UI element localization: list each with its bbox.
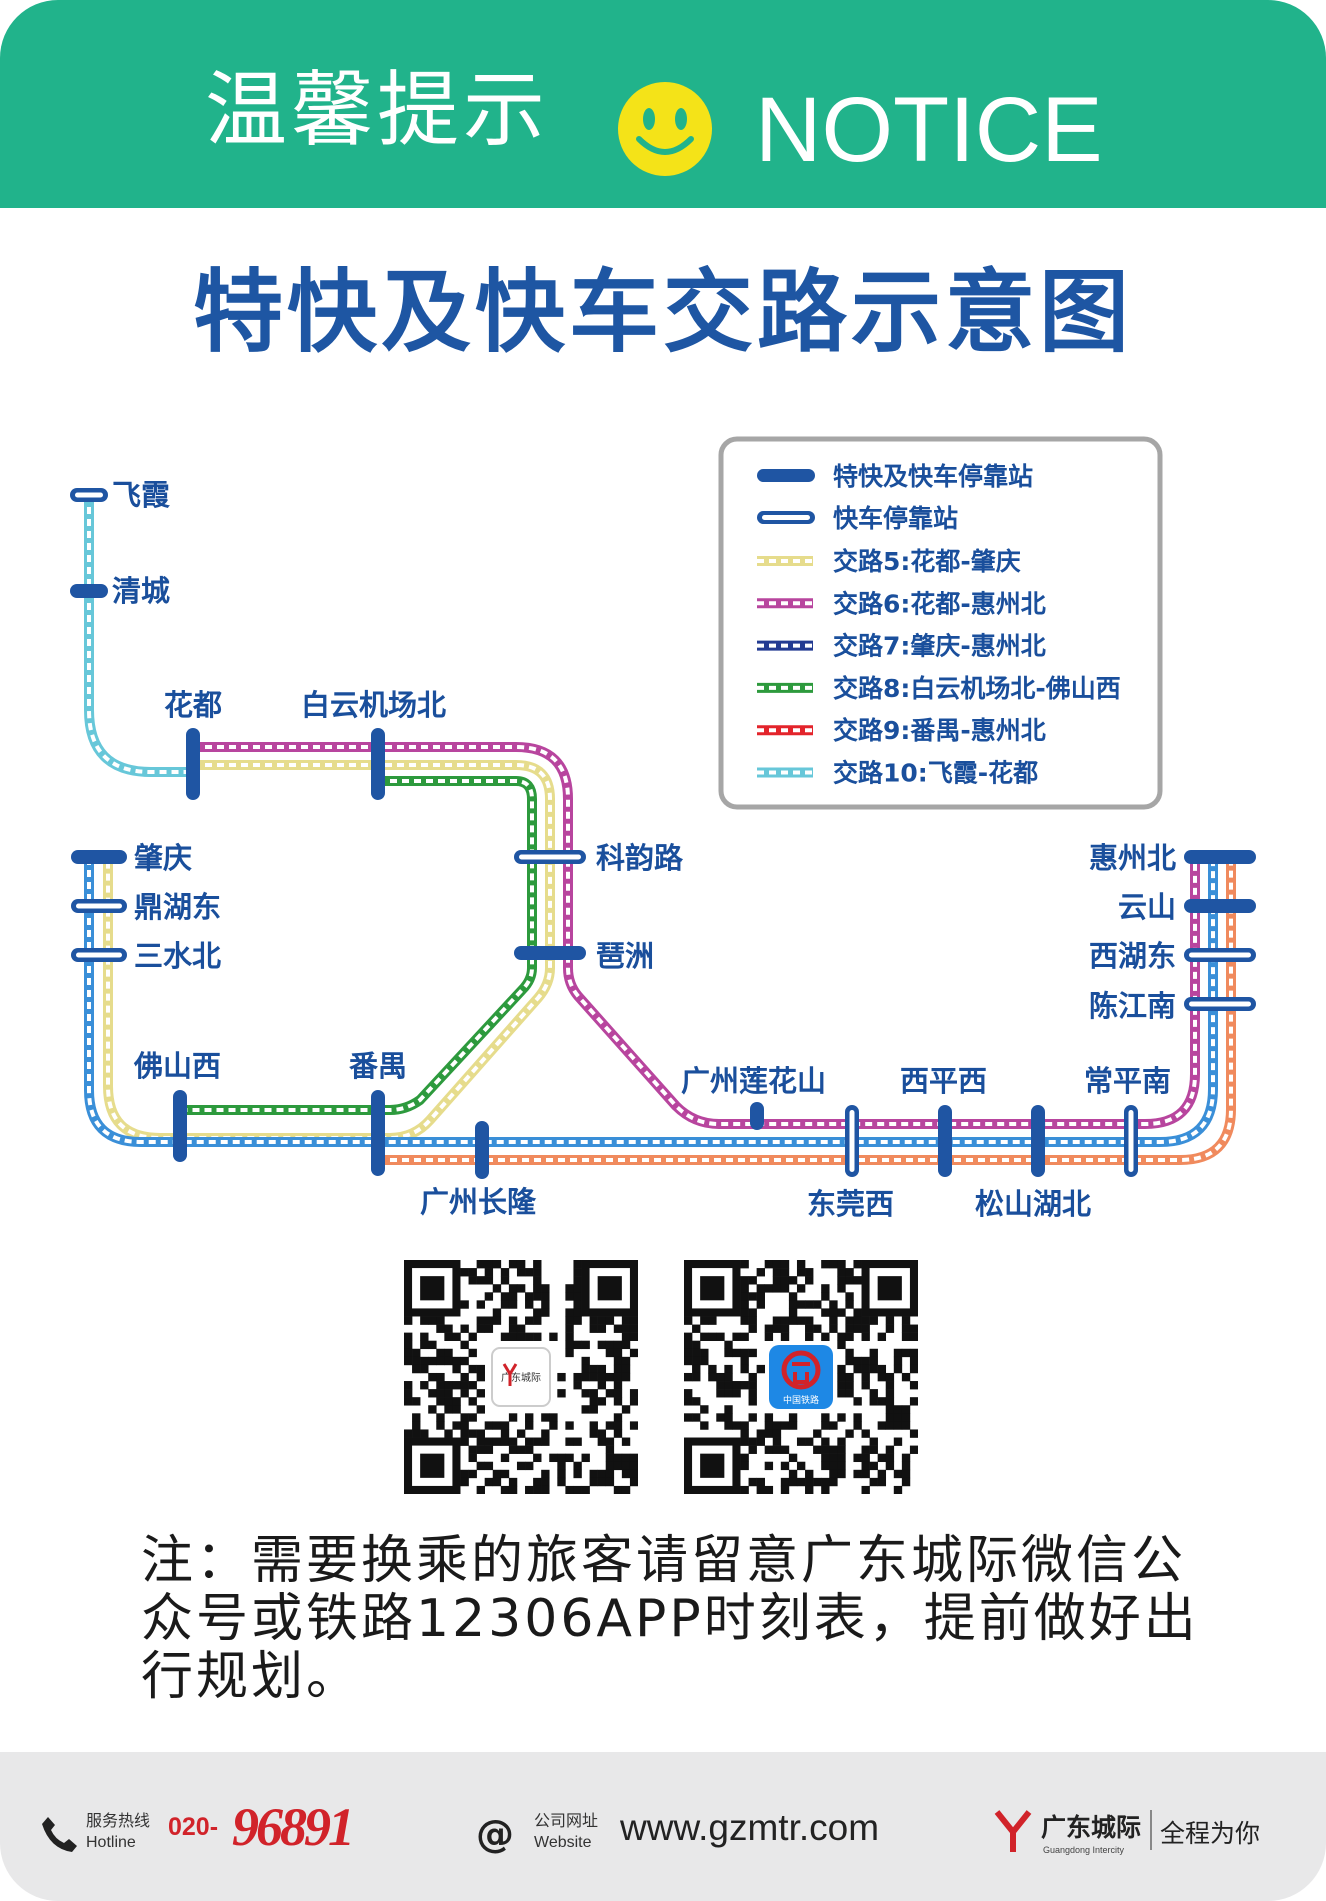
station-changlong: 广州长隆 — [420, 1185, 537, 1219]
phone-icon — [42, 1817, 77, 1852]
legend-fast-stop: 快车停靠站 — [833, 504, 958, 533]
station-marker-zhaoqing — [71, 850, 127, 864]
route-lines — [84, 495, 1236, 1165]
legend-route-item: 交路9:番禺-惠州北 — [757, 716, 1046, 745]
station-marker-feixia — [70, 488, 108, 502]
station-marker-dinghudong — [71, 899, 127, 913]
hotline-label-en: Hotline — [86, 1834, 136, 1851]
station-labels: 飞霞 清城 花都 白云机场北 科韵路 琶洲 肇庆 鼎湖东 三水北 佛山西 番禺 … — [112, 478, 1176, 1221]
station-dongguanxi: 东莞西 — [807, 1187, 894, 1221]
station-marker-dongguanxi — [845, 1105, 859, 1177]
gd-intercity-logo-icon — [994, 1810, 1032, 1852]
at-sign-icon: @ — [476, 1816, 514, 1854]
legend-route-label: 交路8:白云机场北-佛山西 — [833, 674, 1121, 703]
route-7-line — [84, 856, 1218, 1147]
brand-name: 广东城际 — [1041, 1813, 1142, 1842]
smiley-face-icon — [618, 82, 712, 176]
station-lianhuashan: 广州莲花山 — [681, 1064, 826, 1098]
legend-route-label: 交路6:花都-惠州北 — [833, 589, 1046, 618]
station-sanshuibei: 三水北 — [134, 939, 221, 973]
transfer-note: 注：需要换乘的旅客请留意广东城际微信公众号或铁路12306APP时刻表，提前做好… — [141, 1531, 1199, 1707]
website-label-cn: 公司网址 — [534, 1811, 599, 1830]
station-marker-huizhoubei — [1184, 850, 1256, 864]
station-feixia: 飞霞 — [112, 478, 170, 512]
notice-header: 温馨提示 NOTICE — [0, 0, 1326, 208]
divider — [1150, 1810, 1152, 1850]
station-marker-huadu — [186, 728, 200, 800]
station-huadu: 花都 — [164, 688, 222, 722]
route-diagram: 特快及快车停靠站 快车停靠站 交路5:花都-肇庆交路6:花都-惠州北交路7:肇庆… — [70, 436, 1256, 1221]
station-panyu: 番禺 — [349, 1049, 407, 1083]
qr-logo-label: 广东城际 — [501, 1371, 541, 1384]
station-marker-changpingnan — [1124, 1105, 1138, 1177]
station-keyunlu: 科韵路 — [596, 841, 684, 875]
station-qingcheng: 清城 — [112, 574, 170, 608]
station-songshanhubei: 松山湖北 — [975, 1187, 1091, 1221]
station-pazhou: 琶洲 — [596, 939, 654, 973]
legend-route-item: 交路8:白云机场北-佛山西 — [757, 674, 1121, 703]
legend-express-stop-icon — [757, 469, 815, 482]
station-marker-changlong — [475, 1121, 489, 1179]
station-marker-sanshuibei — [71, 948, 127, 962]
station-markers — [70, 488, 1256, 1179]
china-railway-logo-icon — [781, 1350, 821, 1390]
legend-route-item: 交路10:飞霞-花都 — [757, 759, 1038, 788]
station-yunshan: 云山 — [1118, 890, 1176, 924]
route-6-line — [193, 742, 1200, 1129]
legend-route-item: 交路7:肇庆-惠州北 — [757, 632, 1046, 661]
station-marker-qingcheng — [70, 584, 108, 598]
brand-name-en: Guangdong Intercity — [1043, 1845, 1125, 1855]
station-marker-foshanxi — [173, 1090, 187, 1162]
station-marker-xihudong — [1184, 948, 1256, 962]
qr-code-china-railway[interactable]: 中国铁路 — [684, 1260, 918, 1494]
website-url[interactable]: www.gzmtr.com — [620, 1807, 880, 1848]
svg-text:@: @ — [476, 1816, 514, 1854]
station-marker-lianhuashan — [750, 1102, 764, 1130]
legend-route-label: 交路9:番禺-惠州北 — [833, 716, 1046, 745]
station-baiyun: 白云机场北 — [301, 688, 446, 722]
station-changpingnan: 常平南 — [1084, 1064, 1171, 1098]
footer: 服务热线 Hotline 020- 96891 @ 公司网址 Website w… — [0, 1752, 1326, 1901]
station-xihudong: 西湖东 — [1089, 939, 1176, 973]
station-marker-keyunlu — [514, 850, 586, 864]
notice-title-en: NOTICE — [755, 79, 1103, 181]
station-xipingxi: 西平西 — [900, 1064, 987, 1098]
legend: 特快及快车停靠站 快车停靠站 交路5:花都-肇庆交路6:花都-惠州北交路7:肇庆… — [718, 436, 1163, 810]
station-marker-baiyun — [371, 728, 385, 800]
hotline-number[interactable]: 96891 — [232, 1797, 355, 1857]
station-huizhoubei: 惠州北 — [1089, 841, 1176, 875]
website-label-en: Website — [534, 1834, 592, 1851]
hotline-label-cn: 服务热线 — [86, 1811, 151, 1830]
qr-code-guangdong-intercity[interactable]: 广东城际 — [404, 1260, 638, 1494]
notice-title-cn: 温馨提示 — [205, 63, 550, 158]
station-zhaoqing: 肇庆 — [134, 841, 192, 875]
station-marker-pazhou — [514, 946, 586, 960]
legend-route-label: 交路10:飞霞-花都 — [833, 759, 1038, 788]
legend-route-item: 交路6:花都-惠州北 — [757, 589, 1046, 618]
route-9-line — [378, 856, 1236, 1165]
hotline-prefix: 020- — [168, 1813, 219, 1841]
route-8-line — [180, 776, 537, 1115]
station-marker-yunshan — [1184, 899, 1256, 913]
qr-logo-label: 中国铁路 — [783, 1394, 819, 1406]
legend-express-stop: 特快及快车停靠站 — [833, 462, 1033, 491]
diagram-title: 特快及快车交路示意图 — [193, 260, 1133, 365]
legend-route-label: 交路7:肇庆-惠州北 — [833, 632, 1046, 661]
station-marker-panyu — [371, 1090, 385, 1176]
station-marker-chenjiangnan — [1184, 997, 1256, 1011]
gd-intercity-logo-icon — [502, 1363, 518, 1386]
brand-slogan: 全程为你 — [1160, 1819, 1261, 1848]
route-5-line — [103, 760, 555, 1143]
station-dinghudong: 鼎湖东 — [134, 890, 221, 924]
legend-route-item: 交路5:花都-肇庆 — [757, 547, 1021, 576]
station-foshanxi: 佛山西 — [133, 1049, 221, 1083]
station-marker-songshanhubei — [1031, 1105, 1045, 1177]
legend-route-label: 交路5:花都-肇庆 — [833, 547, 1021, 576]
route-10-line — [84, 495, 193, 777]
station-chenjiangnan: 陈江南 — [1089, 989, 1176, 1023]
station-marker-xipingxi — [938, 1105, 952, 1177]
